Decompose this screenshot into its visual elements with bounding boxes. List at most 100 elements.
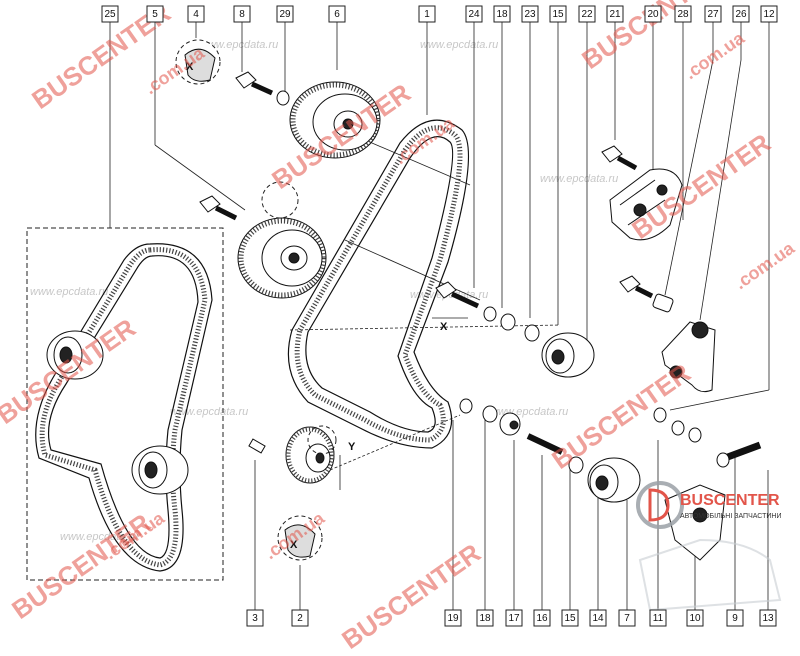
callout-number: 12 (763, 9, 775, 20)
callout-26: 26 (732, 5, 750, 23)
leader-lines (109, 22, 770, 610)
callout-7: 7 (618, 609, 636, 627)
epcdata-watermark: www.epcdata.ru (490, 406, 568, 418)
crankshaft-sprocket: Y (285, 425, 356, 490)
callout-29: 29 (276, 5, 294, 23)
callout-15: 15 (549, 5, 567, 23)
callout-14: 14 (589, 609, 607, 627)
callout-number: 13 (762, 613, 774, 624)
bracket-20 (609, 168, 683, 241)
stud-16 (526, 433, 564, 455)
callout-number: 3 (252, 613, 258, 624)
callout-6: 6 (328, 5, 346, 23)
callout-10: 10 (686, 609, 704, 627)
callout-21: 21 (606, 5, 624, 23)
dimension-y-sprocket: Y (348, 441, 356, 453)
callout-number: 6 (334, 9, 340, 20)
callout-number: 23 (524, 9, 536, 20)
bolt-27 (619, 275, 654, 299)
callout-number: 15 (552, 9, 564, 20)
callout-number: 20 (647, 9, 659, 20)
roller-left (46, 330, 104, 380)
callout-number: 29 (279, 9, 291, 20)
dimension-x-belt: X (440, 321, 448, 333)
bolt-13 (716, 441, 762, 468)
logo-title: BUSCENTER (680, 492, 780, 509)
washer-23 (500, 313, 516, 331)
roller-lower (131, 445, 189, 495)
epcdata-watermark: www.epcdata.ru (170, 406, 248, 418)
epcdata-watermark: www.epcdata.ru (30, 286, 108, 298)
callout-16: 16 (533, 609, 551, 627)
washer-15-upper (524, 324, 540, 342)
key-3 (248, 438, 266, 454)
callout-number: 8 (239, 9, 245, 20)
callout-1: 1 (418, 5, 436, 23)
callout-number: 22 (581, 9, 593, 20)
buscenter-watermark: BUSCENTER (336, 537, 486, 655)
callout-number: 17 (508, 613, 520, 624)
callout-number: 18 (496, 9, 508, 20)
epcdata-watermark: www.epcdata.ru (420, 39, 498, 51)
bolt-5 (199, 195, 238, 221)
callout-number: 24 (468, 9, 480, 20)
tensioner-pulley-14 (587, 457, 641, 503)
tensioner-arm-26 (661, 321, 716, 393)
washer-10 (688, 427, 702, 443)
callout-18: 18 (476, 609, 494, 627)
callout-number: 19 (447, 613, 459, 624)
callout-12: 12 (760, 5, 778, 23)
buscenter-watermark: BUSCENTER (0, 312, 141, 430)
callout-number: 16 (536, 613, 548, 624)
callout-5: 5 (146, 5, 164, 23)
callout-8: 8 (233, 5, 251, 23)
camshaft-pulley-upper (289, 81, 381, 159)
epcdata-watermark: www.epcdata.ru (200, 39, 278, 51)
callout-15: 15 (561, 609, 579, 627)
bolt-24 (435, 281, 480, 309)
logo-subtitle: АВТОМОБІЛЬНІ ЗАПЧАСТИНИ (680, 513, 781, 520)
callout-17: 17 (505, 609, 523, 627)
spacer-28 (652, 293, 674, 313)
spacer-17 (499, 412, 521, 436)
camshaft-pulley-lower (237, 181, 327, 299)
callout-number: 4 (193, 9, 199, 20)
nut-19 (459, 398, 473, 414)
alternate-belt-detail (26, 227, 224, 581)
callout-11: 11 (649, 609, 667, 627)
callout-number: 18 (479, 613, 491, 624)
callout-number: 10 (689, 613, 701, 624)
callout-13: 13 (759, 609, 777, 627)
callout-9: 9 (726, 609, 744, 627)
callouts-top: 25 5 4 8 29 6 1 24 18 23 15 22 21 20 28 27 26 12 (101, 5, 778, 23)
callout-3: 3 (246, 609, 264, 627)
washer-11 (671, 420, 685, 436)
callouts-bottom: 3 2 19 18 17 16 15 14 7 11 10 9 13 (246, 609, 777, 627)
callout-number: 25 (104, 9, 116, 20)
callout-number: 21 (609, 9, 621, 20)
callout-23: 23 (521, 5, 539, 23)
callout-20: 20 (644, 5, 662, 23)
callout-18: 18 (493, 5, 511, 23)
callout-number: 9 (732, 613, 738, 624)
callout-number: 27 (707, 9, 719, 20)
dimension-x-detail-top: X (186, 61, 194, 73)
dimension-x-detail-bottom: X (290, 539, 298, 551)
callout-number: 14 (592, 613, 604, 624)
washer-18-upper (483, 306, 497, 322)
callout-19: 19 (444, 609, 462, 627)
bolt-21 (601, 145, 638, 171)
callout-number: 11 (653, 613, 664, 624)
callout-4: 4 (187, 5, 205, 23)
main-timing-belt: X (287, 119, 470, 449)
epcdata-watermark: www.epcdata.ru (540, 173, 618, 185)
callout-24: 24 (465, 5, 483, 23)
callout-number: 5 (152, 9, 158, 20)
callout-28: 28 (674, 5, 692, 23)
bolt-8 (235, 71, 290, 106)
callout-22: 22 (578, 5, 596, 23)
callout-number: 2 (297, 613, 303, 624)
callout-number: 15 (564, 613, 576, 624)
